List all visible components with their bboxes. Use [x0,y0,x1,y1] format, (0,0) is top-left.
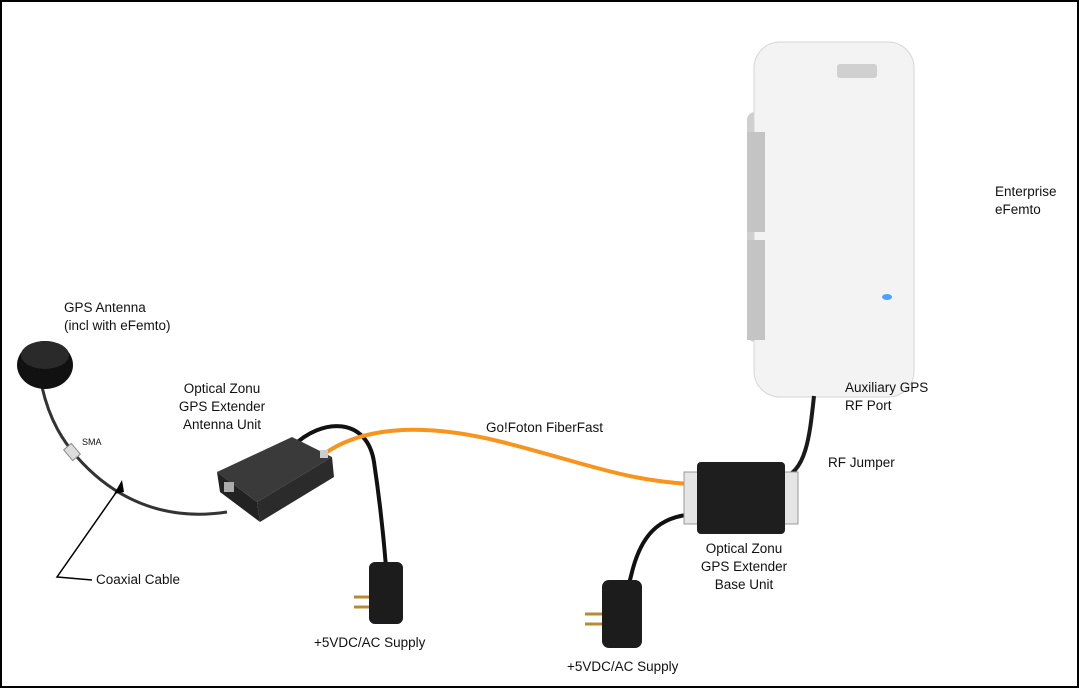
efemto-device [747,41,915,398]
supply-right-label: +5VDC/AC Supply [567,659,679,674]
power-adapter-right [585,580,642,648]
coax-label: Coaxial Cable [96,572,181,587]
arrow-head-icon [114,480,124,494]
power-cable-left [290,424,388,568]
fiber-cable [322,427,691,486]
gps-antenna [17,341,73,389]
supply-left-label: +5VDC/AC Supply [314,635,426,650]
status-led [882,294,892,300]
antenna-unit [217,437,334,522]
rf-jumper-cable [781,395,816,480]
coaxial-cable [40,386,228,516]
coax-pointer-line [55,483,123,581]
gps-antenna-label: GPS Antenna(incl with eFemto) [64,300,171,333]
base-unit [683,462,799,534]
sma-label: SMA [82,437,102,447]
fiber-label: Go!Foton FiberFast [486,420,604,435]
rf-jumper-label: RF Jumper [828,455,895,470]
sma-connector [62,442,82,462]
power-adapter-left [354,562,403,624]
